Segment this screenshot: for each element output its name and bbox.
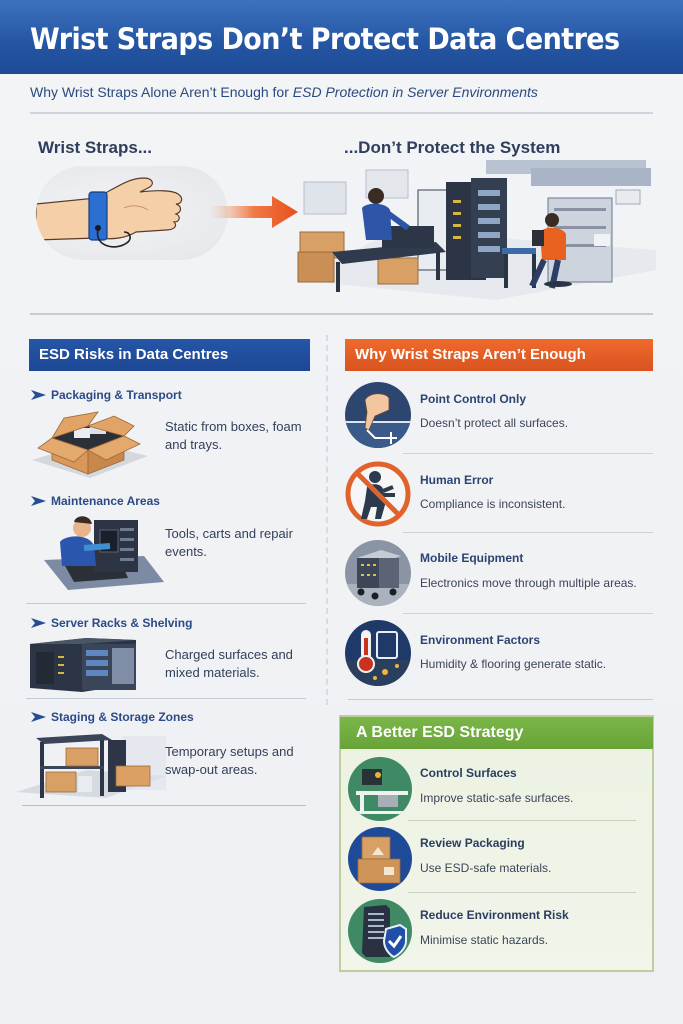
strategy-item-desc: Minimise static hazards. bbox=[420, 933, 549, 947]
chevron-right-icon bbox=[31, 390, 46, 400]
why-item-desc: Doesn’t protect all surfaces. bbox=[420, 416, 569, 430]
risk-title-text: Packaging & Transport bbox=[51, 388, 182, 402]
strategy-section-header: A Better ESD Strategy bbox=[340, 717, 653, 749]
why-item-desc: Humidity & flooring generate static. bbox=[420, 657, 607, 671]
divider bbox=[408, 820, 636, 821]
strategy-item-title: Control Surfaces bbox=[420, 766, 517, 780]
hero-right-label: ...Don’t Protect the System bbox=[344, 138, 561, 157]
divider bbox=[348, 699, 653, 700]
strategy-item-desc: Use ESD-safe materials. bbox=[420, 861, 552, 875]
finger-touch-icon bbox=[345, 382, 411, 448]
subtitle-plain: Why Wrist Straps Alone Aren’t Enough for bbox=[30, 84, 293, 100]
storage-shelf-icon bbox=[16, 734, 166, 798]
why-item-title: Mobile Equipment bbox=[420, 551, 524, 565]
arrow-right-icon bbox=[210, 196, 298, 228]
data-centre-scene-illustration bbox=[296, 160, 656, 310]
divider bbox=[26, 603, 306, 604]
server-shield-icon bbox=[348, 899, 412, 963]
server-racks-icon bbox=[30, 638, 136, 692]
why-item-desc: Electronics move through multiple areas. bbox=[420, 576, 637, 590]
strategy-item-title: Review Packaging bbox=[420, 836, 525, 850]
chevron-right-icon bbox=[31, 496, 46, 506]
open-box-icon bbox=[32, 411, 148, 478]
divider bbox=[30, 313, 653, 315]
workbench-icon bbox=[348, 757, 412, 821]
why-item-title: Environment Factors bbox=[420, 633, 541, 647]
thermometer-spark-icon bbox=[345, 620, 411, 686]
why-section-header: Why Wrist Straps Aren’t Enough bbox=[345, 339, 653, 371]
risk-title-text: Server Racks & Shelving bbox=[51, 616, 193, 630]
risk-item-title: Staging & Storage Zones bbox=[31, 710, 194, 724]
risk-item-title: Packaging & Transport bbox=[31, 388, 182, 402]
divider bbox=[22, 805, 306, 806]
hero-left-label: Wrist Straps... bbox=[38, 138, 152, 157]
risk-item-desc: Tools, carts and repair events. bbox=[165, 526, 293, 559]
wrist-strap-hand-icon bbox=[36, 166, 228, 260]
risks-section-header: ESD Risks in Data Centres bbox=[29, 339, 310, 371]
page-title: Wrist Straps Don’t Protect Data Centres bbox=[30, 22, 620, 56]
technician-repair-icon bbox=[44, 516, 164, 590]
divider bbox=[403, 613, 653, 614]
why-item-title: Point Control Only bbox=[420, 392, 526, 406]
divider bbox=[30, 112, 653, 114]
strategy-item-title: Reduce Environment Risk bbox=[420, 908, 569, 922]
strategy-item-desc: Improve static-safe surfaces. bbox=[420, 791, 574, 805]
risk-item-desc: Charged surfaces and mixed materials. bbox=[165, 647, 293, 680]
column-divider bbox=[326, 335, 328, 705]
boxes-icon bbox=[348, 827, 412, 891]
risk-item-desc: Static from boxes, foam and trays. bbox=[165, 419, 302, 452]
risk-item-title: Server Racks & Shelving bbox=[31, 616, 192, 630]
risk-title-text: Staging & Storage Zones bbox=[51, 710, 194, 724]
subtitle-italic: ESD Protection in Server Environments bbox=[292, 84, 538, 100]
risk-item-title: Maintenance Areas bbox=[31, 494, 160, 508]
why-item-desc: Compliance is inconsistent. bbox=[420, 497, 566, 511]
page-subtitle: Why Wrist Straps Alone Aren’t Enough for… bbox=[30, 84, 538, 100]
server-cart-icon bbox=[345, 540, 411, 606]
title-banner: Wrist Straps Don’t Protect Data Centres bbox=[0, 0, 683, 74]
divider bbox=[403, 532, 653, 533]
why-item-title: Human Error bbox=[420, 473, 494, 487]
risk-item-desc: Temporary setups and swap-out areas. bbox=[165, 744, 294, 777]
risk-title-text: Maintenance Areas bbox=[51, 494, 160, 508]
chevron-right-icon bbox=[31, 618, 46, 628]
prohibited-person-icon bbox=[345, 461, 411, 527]
chevron-right-icon bbox=[31, 712, 46, 722]
divider bbox=[403, 453, 653, 454]
divider bbox=[26, 698, 306, 699]
divider bbox=[408, 892, 636, 893]
